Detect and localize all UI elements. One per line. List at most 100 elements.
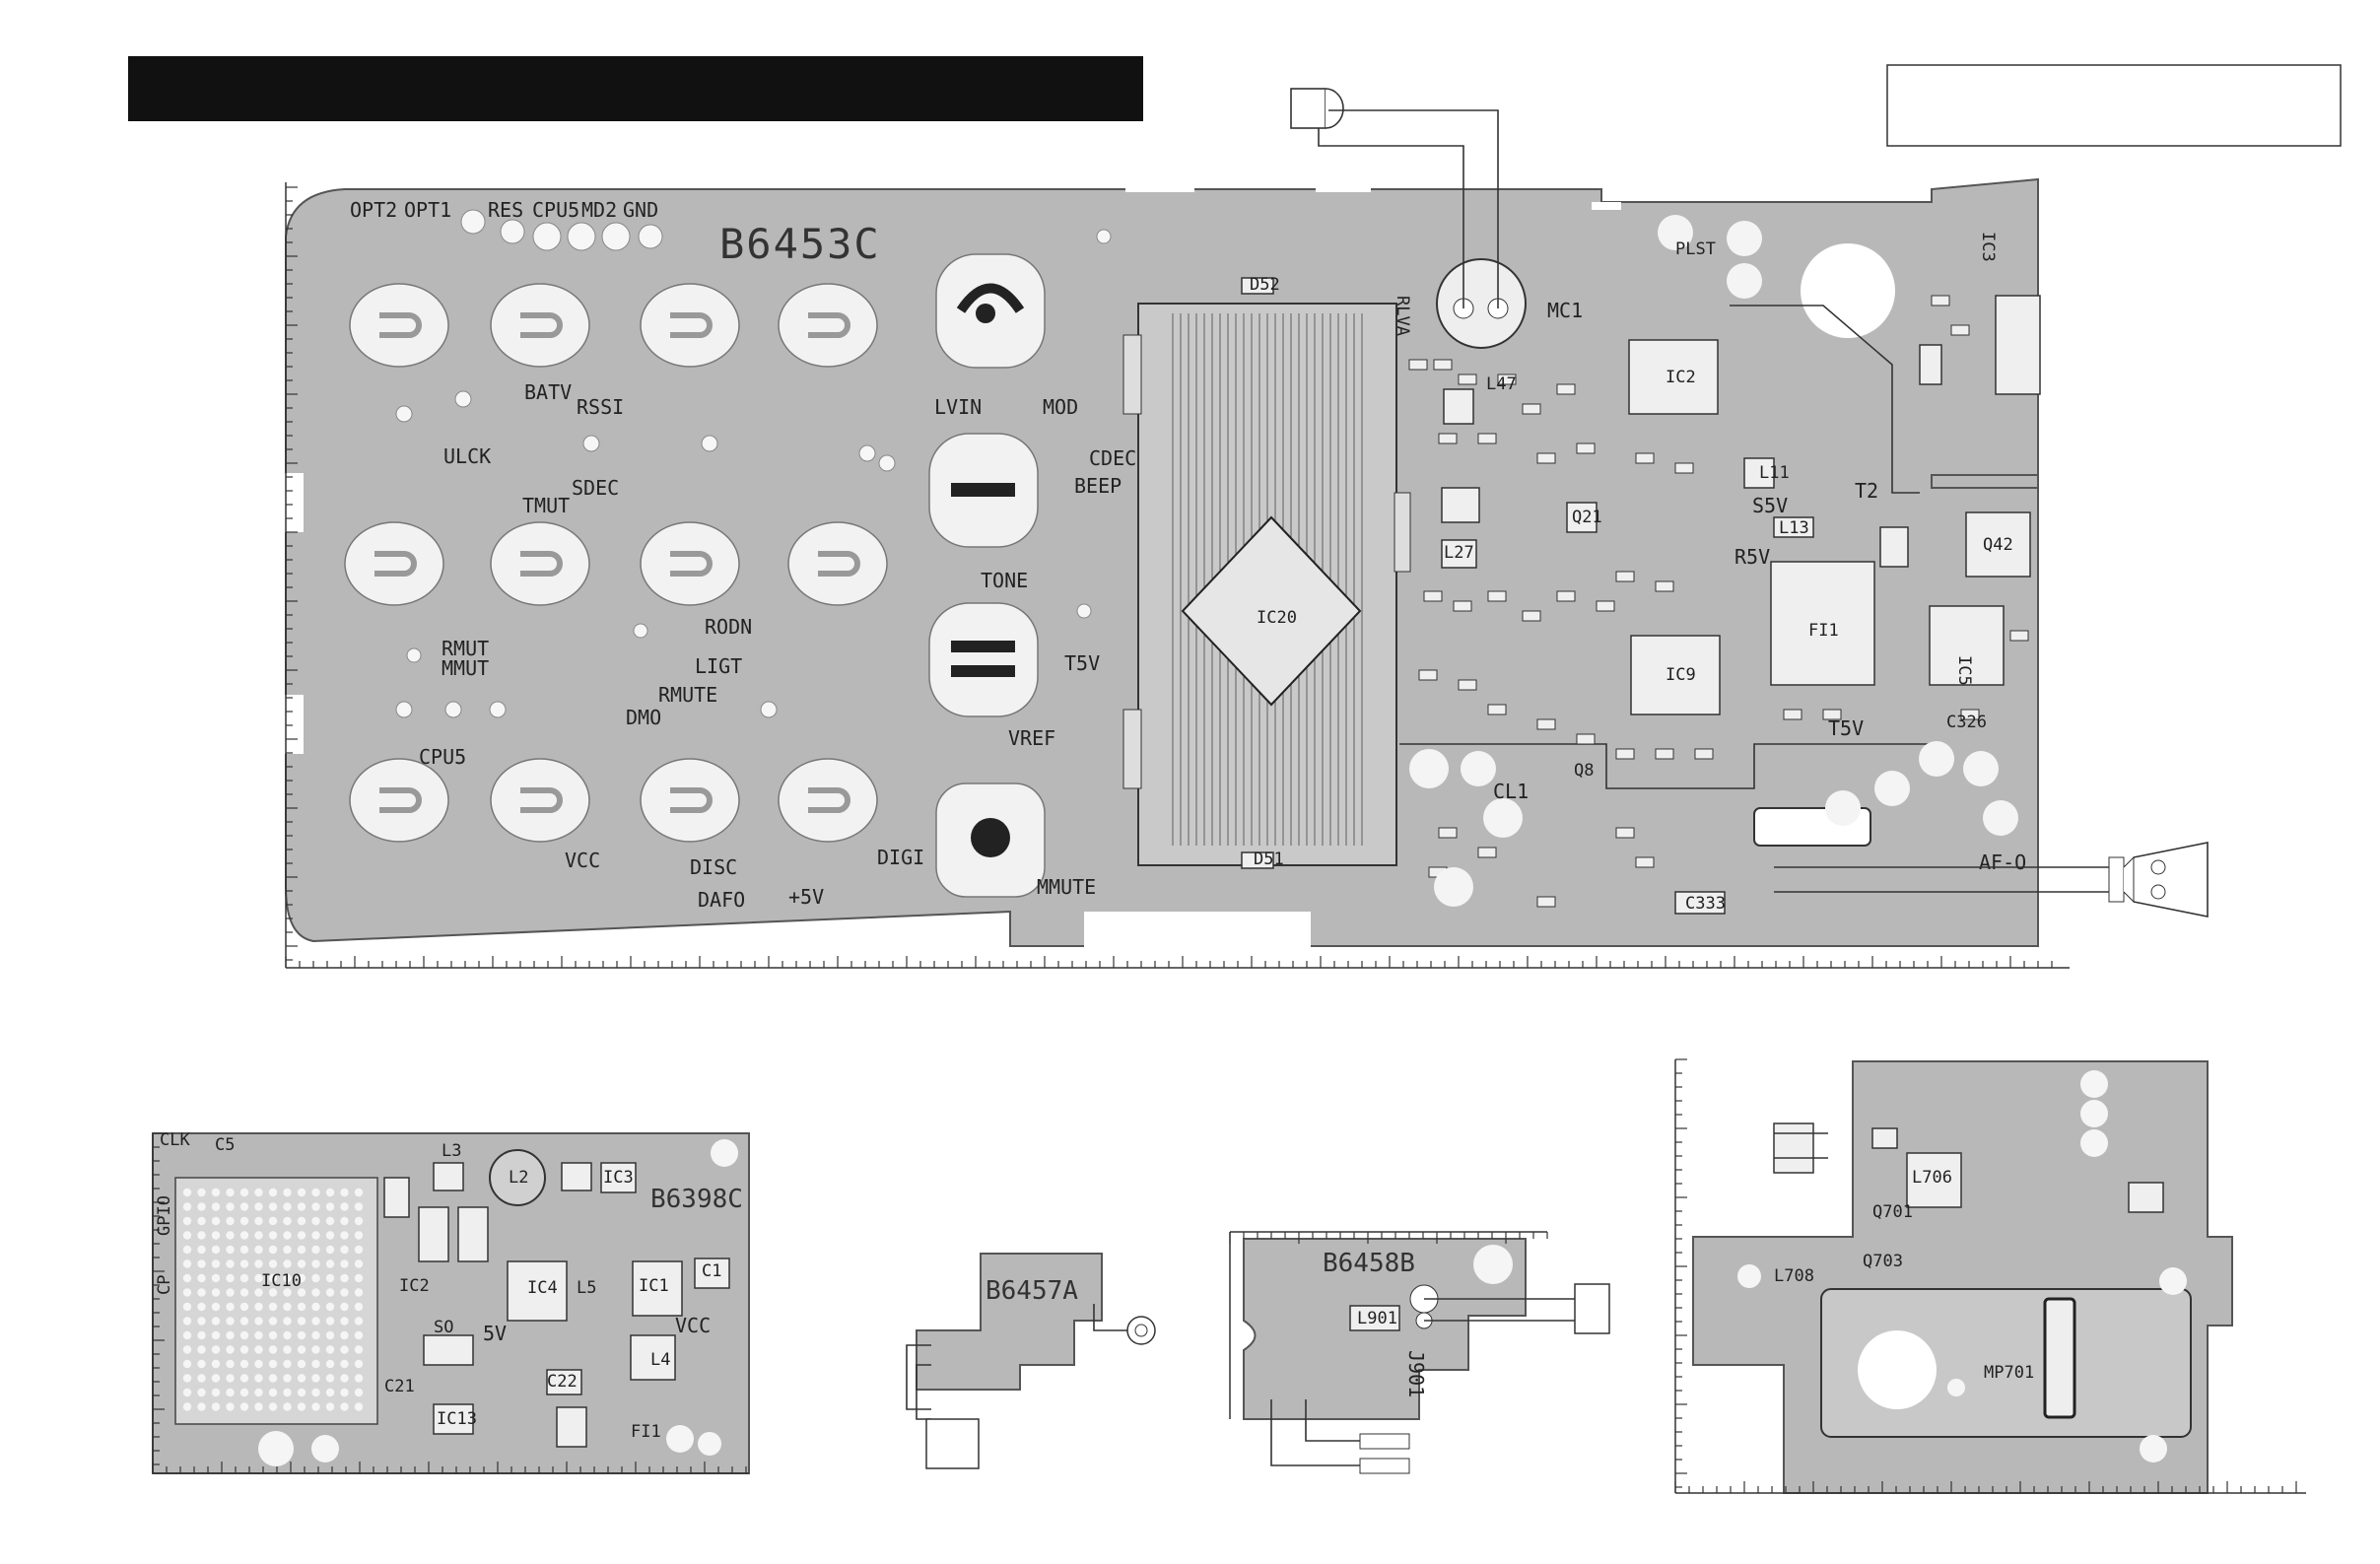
board-b6398c: B6398C CLK C5 CP GPIO IC10 IC2 IC4 IC1 I… xyxy=(152,1130,750,1474)
net-label-ulck: ULCK xyxy=(443,444,491,468)
b6398c-label-c22: C22 xyxy=(547,1372,578,1392)
keypad-row-2 xyxy=(344,521,888,606)
title-box xyxy=(1886,64,2342,147)
board-b6457a: B6457A xyxy=(906,1253,1156,1469)
net-label-lvin: LVIN xyxy=(934,395,982,419)
comp-label-t5v: T5V xyxy=(1828,716,1864,740)
b6458b-label-l901: L901 xyxy=(1357,1309,1397,1328)
comp-label-cl1: CL1 xyxy=(1493,780,1529,803)
net-label-batv: BATV xyxy=(524,380,572,404)
comp-label-ic5: IC5 xyxy=(1954,655,1974,686)
b6398c-label-cp: CP xyxy=(155,1275,174,1295)
net-label-mod: MOD xyxy=(1043,395,1078,419)
comp-label-r5v: R5V xyxy=(1734,545,1770,569)
net-label-rodn: RODN xyxy=(705,615,752,639)
board-code-b6457a: B6457A xyxy=(986,1276,1078,1306)
net-label-mmut: MMUT xyxy=(442,656,489,680)
comp-label-s5v: S5V xyxy=(1752,494,1788,517)
pin-label-res: RES xyxy=(488,198,523,222)
comp-label-fi1: FI1 xyxy=(1808,621,1839,641)
b6398c-label-vcc: VCC xyxy=(675,1314,711,1337)
net-label-vcc: VCC xyxy=(565,849,600,872)
comp-label-q42: Q42 xyxy=(1983,535,2013,555)
net-label-5v: +5V xyxy=(788,885,824,909)
b6458b-label-j901: J901 xyxy=(1404,1350,1428,1397)
keypad-row-3 xyxy=(349,758,878,843)
pin-label-opt2: OPT2 xyxy=(350,198,397,222)
main-board: OPT2 OPT1 RES CPU5 MD2 GND B6453C BATV R… xyxy=(282,88,2209,969)
right-label-mp701: MP701 xyxy=(1984,1363,2034,1383)
right-label-l706: L706 xyxy=(1912,1168,1952,1188)
net-label-rssi: RSSI xyxy=(577,395,624,419)
b6398c-label-l2: L2 xyxy=(509,1168,528,1188)
b6398c-label-ic10: IC10 xyxy=(261,1271,302,1291)
b6398c-label-clk: CLK xyxy=(160,1130,190,1150)
board-code-main: B6453C xyxy=(719,220,881,268)
board-right: L706 MP701 Q703 Q701 L708 xyxy=(1674,1058,2306,1494)
comp-label-q21: Q21 xyxy=(1572,508,1602,527)
b6398c-label-c21: C21 xyxy=(384,1377,415,1396)
comp-label-ic2: IC2 xyxy=(1666,368,1696,387)
b6398c-label-ic13: IC13 xyxy=(437,1409,477,1429)
comp-label-t2: T2 xyxy=(1855,479,1878,503)
comp-label-l27: L27 xyxy=(1444,543,1474,563)
b6398c-label-c1: C1 xyxy=(702,1261,721,1281)
net-label-ligt: LIGT xyxy=(695,654,742,678)
b6398c-label-ic1: IC1 xyxy=(639,1276,669,1296)
b6398c-label-l3: L3 xyxy=(442,1141,461,1161)
b6398c-label-ic4: IC4 xyxy=(527,1278,558,1298)
b6398c-label-fi1: FI1 xyxy=(631,1422,661,1442)
b6398c-label-5v: 5V xyxy=(483,1322,507,1345)
net-label-dmo: DMO xyxy=(626,706,661,729)
comp-label-d51: D51 xyxy=(1254,850,1284,869)
net-label-tmut: TMUT xyxy=(522,494,570,517)
net-label-t5v: T5V xyxy=(1064,651,1100,675)
net-label-mmute: MMUTE xyxy=(1037,875,1096,899)
b6398c-label-ic2: IC2 xyxy=(399,1276,430,1296)
comp-label-mc1: MC1 xyxy=(1547,299,1583,322)
board-code-b6458b: B6458B xyxy=(1323,1249,1415,1278)
b6398c-label-l4: L4 xyxy=(650,1350,670,1370)
comp-label-ic9: IC9 xyxy=(1666,665,1696,685)
comp-label-plst: PLST xyxy=(1675,239,1716,259)
keypad-row-1 xyxy=(349,283,878,368)
net-label-dafo: DAFO xyxy=(698,888,745,912)
net-label-beep: BEEP xyxy=(1074,474,1122,498)
right-label-l708: L708 xyxy=(1774,1266,1814,1286)
comp-label-q8: Q8 xyxy=(1574,761,1594,781)
right-label-q701: Q701 xyxy=(1872,1202,1913,1222)
comp-label-rlva: RLVA xyxy=(1393,296,1412,336)
comp-label-l11: L11 xyxy=(1759,463,1790,483)
comp-label-d52: D52 xyxy=(1250,275,1280,295)
b6398c-label-ic3: IC3 xyxy=(603,1168,634,1188)
pin-label-opt1: OPT1 xyxy=(404,198,451,222)
header-bar xyxy=(128,56,1143,121)
net-label-sdec: SDEC xyxy=(572,476,619,500)
net-label-vref: VREF xyxy=(1008,726,1055,750)
lcd-connector xyxy=(1122,303,1411,866)
speaker-wire xyxy=(1774,842,2209,918)
board-b6458b: B6458B L901 J901 xyxy=(1229,1231,1610,1474)
pin-label-gnd: GND xyxy=(623,198,658,222)
b6398c-label-gpio: GPIO xyxy=(155,1195,174,1236)
comp-label-af-o: AF-O xyxy=(1979,850,2026,874)
main-board-rulers xyxy=(285,182,2070,969)
rf-section xyxy=(1241,215,2041,915)
net-label-cdec: CDEC xyxy=(1089,446,1136,470)
b6398c-label-l5: L5 xyxy=(577,1278,596,1298)
pin-label-cpu5: CPU5 xyxy=(532,198,579,222)
net-label-cpu5: CPU5 xyxy=(419,745,466,769)
side-buttons xyxy=(928,253,1046,898)
comp-label-ic20: IC20 xyxy=(1257,608,1297,628)
comp-label-l47: L47 xyxy=(1486,374,1517,394)
net-label-tone: TONE xyxy=(981,569,1028,592)
net-label-rmut: RMUT xyxy=(442,637,489,660)
b6398c-label-c5: C5 xyxy=(215,1135,235,1155)
comp-label-ic3: IC3 xyxy=(1978,232,1998,262)
board-code-b6398c: B6398C xyxy=(650,1185,743,1214)
comp-label-c326: C326 xyxy=(1946,713,1987,732)
comp-label-l13: L13 xyxy=(1779,518,1809,538)
b6398c-label-so: SO xyxy=(434,1318,453,1337)
net-label-rmute: RMUTE xyxy=(658,683,717,707)
